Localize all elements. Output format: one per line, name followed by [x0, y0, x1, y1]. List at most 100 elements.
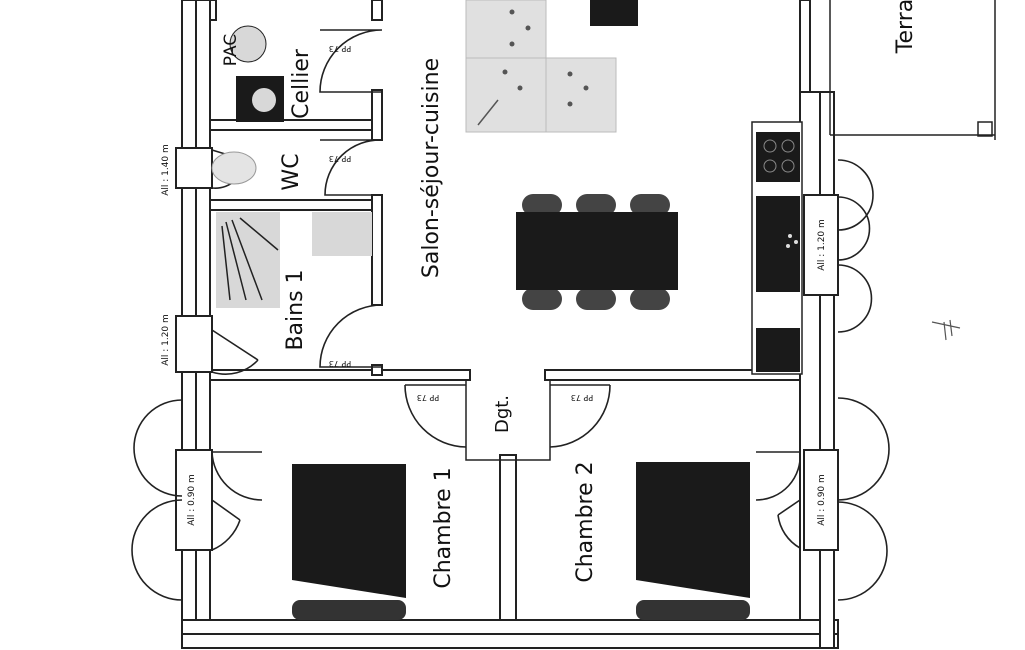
chair-icon	[522, 194, 562, 216]
burner-icon	[763, 139, 777, 153]
door-cellier	[319, 29, 383, 93]
room-label-bains: Bains 1	[283, 269, 308, 350]
sofa-button	[525, 25, 531, 31]
sink-tap-icon	[788, 234, 792, 238]
chair-icon	[576, 194, 616, 216]
washbasin-icon	[312, 212, 372, 256]
window-label-left-mid: All : 1.20 m	[161, 314, 171, 366]
bed-chambre1-icon	[292, 464, 406, 598]
partition-left	[209, 369, 471, 381]
window-swing-left-1	[133, 399, 183, 497]
room-label-dgt: Dgt.	[492, 395, 513, 433]
window-swing-right-1	[837, 159, 874, 231]
window-inner-swing-bains	[211, 329, 259, 375]
partition-stub-3	[371, 194, 383, 306]
dgt-corridor	[465, 380, 551, 461]
chair-icon	[630, 194, 670, 216]
sofa-button	[583, 85, 589, 91]
partition-bedrooms	[499, 454, 517, 621]
window-inner-swing-left-2	[211, 499, 241, 551]
partition-cellier-wc	[209, 119, 381, 131]
door-wc	[320, 139, 383, 196]
sofa-button	[567, 71, 573, 77]
cellier-wall-top	[209, 0, 217, 21]
pac-unit-icon	[229, 25, 267, 63]
sofa-detail	[477, 99, 499, 126]
tv-cabinet-icon	[590, 0, 638, 26]
room-label-chambre2: Chambre 2	[573, 461, 598, 582]
sink-icon	[756, 196, 800, 292]
window-label-right-bottom: All : 0.90 m	[817, 474, 827, 526]
door-bains	[319, 304, 383, 368]
chair-icon	[630, 288, 670, 310]
sofa-button	[502, 69, 508, 75]
bed-chambre1-pillow	[292, 600, 406, 620]
window-right-top	[803, 194, 839, 296]
terrace-wall	[799, 0, 811, 93]
partition-stub-top	[371, 0, 383, 21]
toilet-icon	[211, 151, 257, 185]
partition-stub-4	[371, 364, 383, 376]
door-label-chambre2: PP 73	[571, 393, 593, 402]
window-swing-right-4	[837, 501, 888, 601]
door-chambre1	[404, 384, 467, 448]
dining-table-icon	[516, 212, 678, 290]
window-left-mid	[175, 315, 213, 373]
terrace-post	[977, 121, 993, 137]
window-inner-swing-right-2	[777, 499, 801, 549]
window-swing-right-3	[837, 397, 890, 501]
door-chambre2	[549, 384, 611, 448]
sofa-seat-3	[545, 57, 617, 133]
window-swing-right-2	[837, 264, 873, 333]
bottom-wall-outer	[181, 633, 839, 649]
window-label-left-bottom: All : 0.90 m	[187, 474, 197, 526]
burner-icon	[781, 159, 795, 173]
door-label-cellier: PP 73	[329, 44, 351, 53]
room-label-salon: Salon-séjour-cuisine	[419, 58, 444, 278]
chair-icon	[576, 288, 616, 310]
window-inner-swing-left	[211, 451, 263, 501]
washing-machine-drum-icon	[252, 88, 276, 112]
door-label-wc: PP 73	[329, 154, 351, 163]
cooktop-icon	[756, 132, 800, 182]
sofa-seat-2	[465, 57, 547, 133]
partition-wc-bains	[209, 199, 381, 211]
room-label-terrace: Terra	[893, 0, 918, 54]
bottom-wall-inner	[181, 619, 839, 635]
partition-right	[544, 369, 801, 381]
sofa-button	[509, 41, 515, 47]
bed-chambre2-icon	[636, 462, 750, 598]
sink-tap-icon	[786, 244, 790, 248]
window-left-top	[175, 147, 213, 189]
partition-stub-2	[371, 89, 383, 141]
room-label-pac: PAC	[221, 34, 241, 66]
window-swing-right-5	[837, 196, 871, 261]
north-arrow-icon	[931, 319, 961, 341]
burner-icon	[781, 139, 795, 153]
sink-tap-icon	[794, 240, 798, 244]
sofa-button	[509, 9, 515, 15]
room-label-wc: WC	[279, 153, 304, 190]
door-label-chambre1: PP 73	[417, 393, 439, 402]
sofa-seat-1	[465, 0, 547, 63]
sofa-button	[517, 85, 523, 91]
window-label-left-top: All : 1.40 m	[161, 144, 171, 196]
fridge-icon	[756, 328, 800, 372]
window-swing-left-2	[131, 499, 183, 601]
window-label-right-top: All : 1.20 m	[817, 219, 827, 271]
room-label-chambre1: Chambre 1	[431, 467, 456, 588]
bed-chambre2-pillow	[636, 600, 750, 620]
window-right-bottom	[803, 449, 839, 551]
room-label-cellier: Cellier	[289, 48, 314, 119]
shower-tray-icon	[216, 212, 280, 308]
door-label-bains: PP 73	[329, 359, 351, 368]
right-outer-wall	[819, 91, 835, 649]
bed-chambre1-sheet	[292, 580, 406, 598]
bed-chambre2-sheet	[636, 580, 750, 598]
burner-icon	[763, 159, 777, 173]
chair-icon	[522, 288, 562, 310]
window-inner-swing-right	[755, 451, 801, 501]
sofa-button	[567, 101, 573, 107]
shower-spray-icon	[221, 217, 279, 301]
